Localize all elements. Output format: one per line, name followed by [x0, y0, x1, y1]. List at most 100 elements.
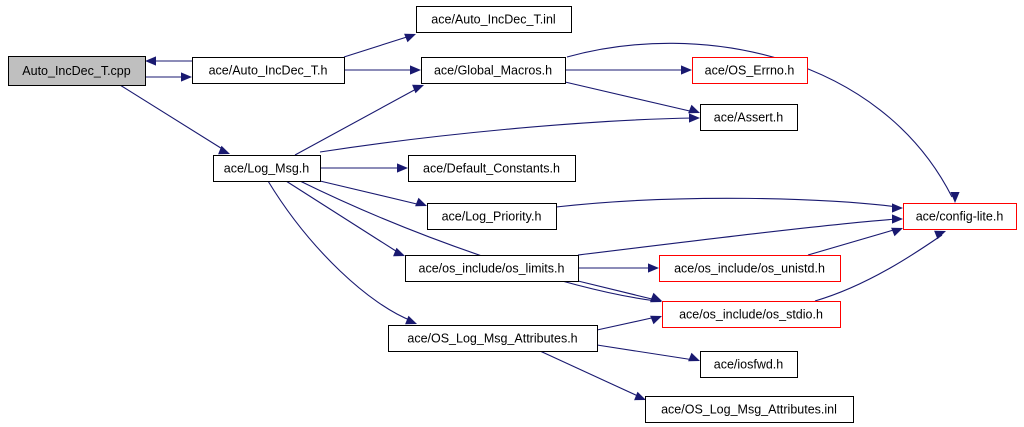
node-label: ace/Auto_IncDec_T.inl [431, 12, 555, 26]
node-box[interactable] [427, 203, 557, 230]
node-box[interactable] [416, 6, 572, 33]
edge-line [267, 180, 413, 322]
edge-line [539, 350, 641, 398]
arrowhead-icon [891, 227, 903, 237]
edge-line [577, 218, 898, 256]
graph-node[interactable]: ace/os_include/os_unistd.h [659, 255, 841, 282]
edge [319, 113, 700, 153]
arrowhead-icon [410, 65, 421, 75]
node-label: ace/OS_Errno.h [705, 63, 795, 77]
edge [319, 180, 427, 207]
edge-line [596, 344, 695, 361]
graph-node[interactable]: ace/Default_Constants.h [408, 155, 576, 182]
node-box[interactable] [645, 396, 854, 423]
graph-node[interactable]: ace/OS_Log_Msg_Attributes.h [388, 325, 598, 352]
edge [564, 81, 700, 114]
edge [267, 180, 417, 325]
edge [119, 84, 230, 155]
node-box[interactable] [408, 155, 576, 182]
node-box[interactable] [659, 255, 841, 282]
arrowhead-icon [650, 315, 662, 325]
arrowhead-icon [681, 65, 692, 75]
node-box[interactable] [405, 255, 579, 282]
node-label: ace/config-lite.h [916, 209, 1004, 223]
edge [145, 72, 192, 82]
arrowhead-icon [688, 104, 700, 114]
graph-node[interactable]: ace/OS_Errno.h [692, 57, 808, 84]
arrowhead-icon [688, 352, 700, 362]
arrowhead-icon [404, 33, 416, 43]
edge [555, 197, 903, 213]
node-box[interactable] [213, 155, 321, 182]
edge [539, 350, 646, 401]
node-label: ace/os_include/os_unistd.h [674, 261, 825, 275]
edge-line [285, 180, 400, 254]
graph-node[interactable]: ace/Log_Msg.h [213, 155, 321, 182]
edge-line [564, 81, 695, 113]
graph-node[interactable]: ace/OS_Log_Msg_Attributes.inl [645, 396, 854, 423]
edge [320, 163, 408, 173]
edge-line [577, 280, 657, 301]
node-label: ace/OS_Log_Msg_Attributes.inl [661, 402, 837, 416]
edge [145, 56, 192, 66]
arrowhead-icon [145, 56, 156, 66]
node-label: ace/Log_Msg.h [224, 161, 310, 175]
graph-node[interactable]: ace/Assert.h [700, 104, 798, 131]
arrowhead-icon [412, 84, 424, 94]
edge-line [319, 117, 695, 153]
node-box[interactable] [903, 203, 1017, 230]
arrowhead-icon [934, 230, 946, 240]
arrowhead-icon [181, 72, 192, 82]
graph-node[interactable]: ace/Auto_IncDec_T.h [192, 57, 345, 84]
graph-node[interactable]: ace/Global_Macros.h [421, 57, 566, 84]
arrowhead-icon [634, 391, 646, 401]
arrowhead-icon [415, 197, 427, 207]
arrowhead-icon [950, 192, 960, 203]
node-label: ace/os_include/os_limits.h [419, 261, 565, 275]
edge [596, 315, 662, 331]
node-box[interactable] [388, 325, 598, 352]
node-box[interactable] [192, 57, 345, 84]
arrowhead-icon [405, 315, 417, 325]
arrowhead-icon [892, 203, 903, 213]
edge [285, 180, 405, 257]
node-box[interactable] [421, 57, 566, 84]
node-box[interactable] [700, 351, 798, 378]
node-box[interactable] [8, 56, 146, 86]
edge [565, 65, 692, 75]
graph-node[interactable]: ace/Auto_IncDec_T.inl [416, 6, 572, 33]
graph-node[interactable]: ace/config-lite.h [903, 203, 1017, 230]
arrowhead-icon [648, 263, 659, 273]
node-label: ace/iosfwd.h [714, 357, 784, 371]
node-label: ace/Auto_IncDec_T.h [209, 63, 328, 77]
node-box[interactable] [662, 301, 841, 328]
node-layer: Auto_IncDec_T.cpp ace/Auto_IncDec_T.h ace/… [8, 6, 1017, 423]
graph-node[interactable]: ace/os_include/os_stdio.h [662, 301, 841, 328]
node-box[interactable] [692, 57, 808, 84]
node-label: ace/OS_Log_Msg_Attributes.h [407, 331, 577, 345]
edge-line [807, 228, 898, 256]
edge-line [319, 180, 422, 206]
node-label: ace/Assert.h [714, 110, 784, 124]
graph-node[interactable]: Auto_IncDec_T.cpp [8, 56, 146, 86]
edge-line [555, 197, 898, 208]
node-label: ace/Default_Constants.h [423, 161, 560, 175]
arrowhead-icon [892, 214, 903, 224]
arrowhead-icon [650, 292, 662, 302]
edge [578, 263, 659, 273]
node-box[interactable] [700, 104, 798, 131]
edge [596, 344, 700, 362]
graph-node[interactable]: ace/iosfwd.h [700, 351, 798, 378]
graph-node[interactable]: ace/Log_Priority.h [427, 203, 557, 230]
edge-line [343, 35, 411, 58]
edge-line [119, 84, 225, 151]
node-label: Auto_IncDec_T.cpp [22, 64, 130, 78]
arrowhead-icon [689, 113, 700, 123]
edge [814, 230, 946, 302]
graph-node[interactable]: ace/os_include/os_limits.h [405, 255, 579, 282]
edge-line [294, 87, 419, 156]
node-label: ace/Global_Macros.h [434, 63, 552, 77]
edge [577, 214, 903, 256]
